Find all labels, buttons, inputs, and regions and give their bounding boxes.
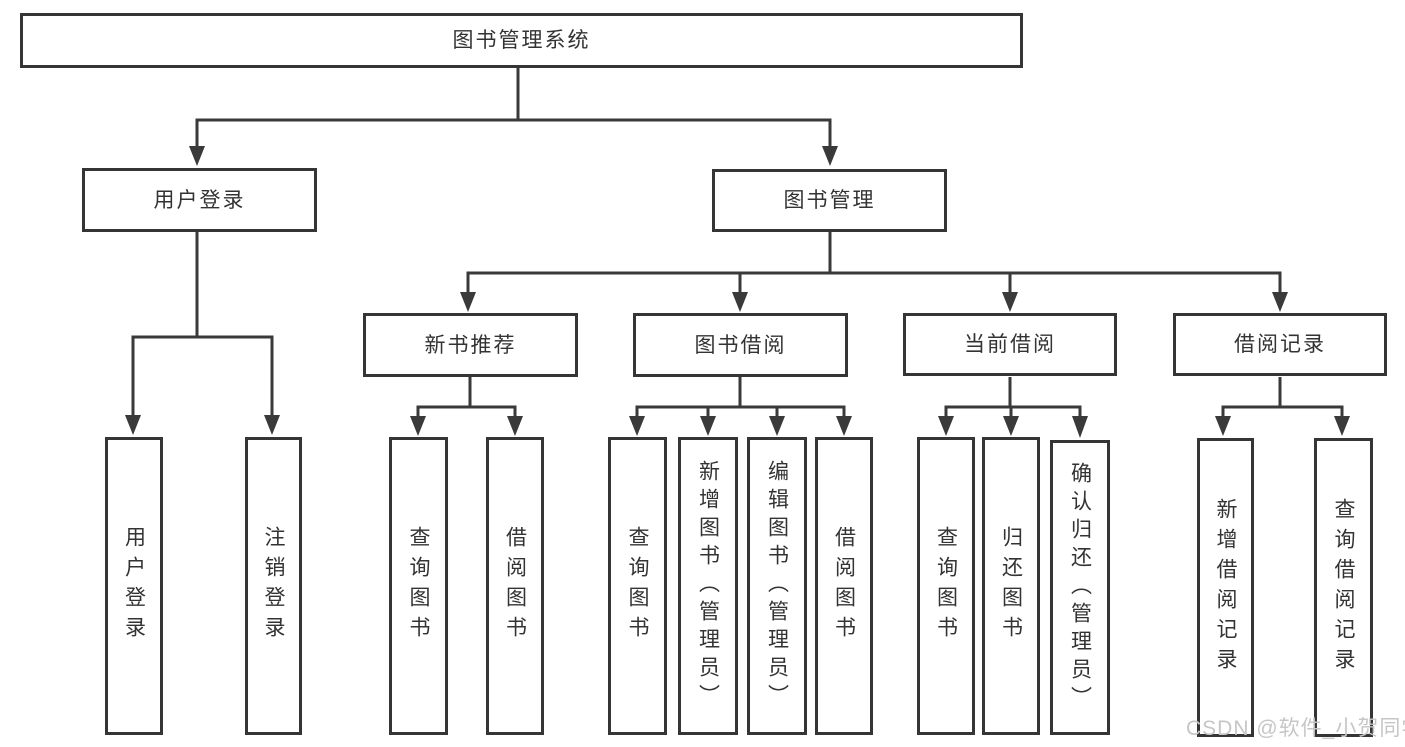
arrowheads (125, 146, 1350, 438)
node-borrow-books-borrowing: 借阅图书 (815, 437, 873, 735)
node-confirm-return-admin-label: 确认归还（管理员） (1068, 461, 1092, 714)
node-user-login: 用户登录 (82, 168, 317, 232)
node-add-borrow-record: 新增借阅记录 (1197, 438, 1254, 737)
node-edit-books-admin-label: 编辑图书（管理员） (765, 460, 789, 712)
node-confirm-return-admin: 确认归还（管理员） (1050, 440, 1110, 735)
node-borrow-books-recommend-label: 借阅图书 (503, 526, 527, 646)
node-return-books: 归还图书 (982, 437, 1040, 735)
node-query-books-current-label: 查询图书 (934, 526, 958, 646)
node-add-books-admin-label: 新增图书（管理员） (696, 460, 720, 712)
node-add-borrow-record-label: 新增借阅记录 (1214, 497, 1237, 678)
node-logout-action: 注销登录 (245, 437, 302, 735)
watermark: CSDN @软件_小贺同学 (1186, 717, 1405, 740)
node-user-login-action-label: 用户登录 (122, 526, 146, 646)
node-borrowing-records-label: 借阅记录 (1234, 333, 1326, 356)
node-edit-books-admin: 编辑图书（管理员） (747, 437, 807, 735)
node-query-borrow-record-label: 查询借阅记录 (1332, 497, 1355, 678)
node-user-login-action: 用户登录 (105, 437, 163, 735)
node-query-books-recommend-label: 查询图书 (407, 526, 430, 646)
node-current-borrowing-label: 当前借阅 (964, 333, 1056, 356)
node-add-books-admin: 新增图书（管理员） (678, 437, 738, 735)
node-borrow-books-borrowing-label: 借阅图书 (832, 526, 856, 646)
node-query-books-borrowing: 查询图书 (608, 437, 667, 735)
node-borrowing-records: 借阅记录 (1173, 313, 1387, 376)
node-return-books-label: 归还图书 (999, 526, 1023, 646)
node-current-borrowing: 当前借阅 (903, 313, 1117, 376)
node-query-books-recommend: 查询图书 (389, 437, 448, 735)
node-query-borrow-record: 查询借阅记录 (1314, 438, 1373, 737)
node-book-management-label: 图书管理 (783, 189, 876, 212)
node-user-login-label: 用户登录 (153, 188, 246, 212)
node-book-borrowing: 图书借阅 (633, 313, 848, 377)
node-query-books-current: 查询图书 (917, 437, 975, 735)
node-logout-action-label: 注销登录 (262, 526, 285, 646)
node-new-book-recommendation: 新书推荐 (363, 313, 578, 377)
node-library-system: 图书管理系统 (20, 13, 1023, 68)
node-borrow-books-recommend: 借阅图书 (486, 437, 544, 735)
node-new-book-recommendation-label: 新书推荐 (424, 333, 517, 357)
node-query-books-borrowing-label: 查询图书 (626, 526, 649, 646)
node-book-borrowing-label: 图书借阅 (694, 333, 787, 357)
node-library-system-label: 图书管理系统 (452, 29, 591, 52)
node-book-management: 图书管理 (712, 169, 947, 232)
